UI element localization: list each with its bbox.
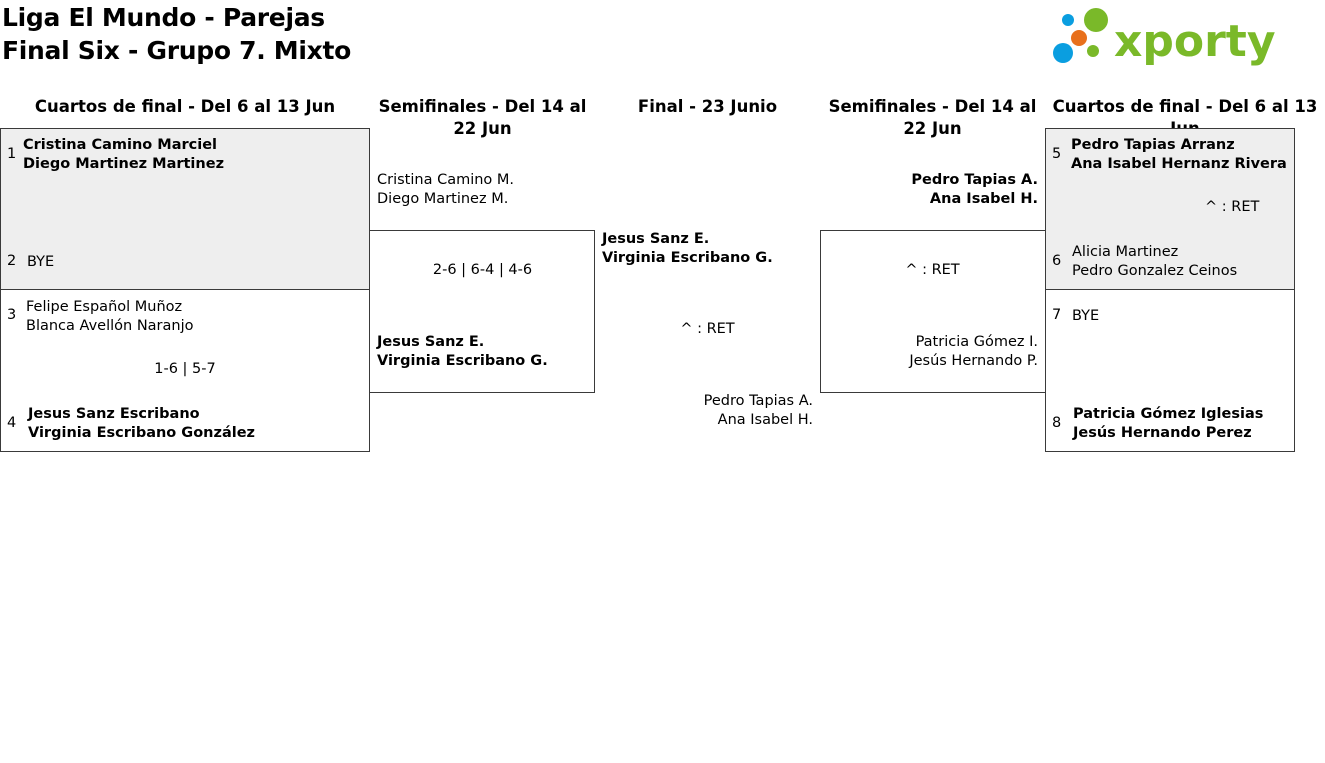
player-name: Pedro Tapias Arranz [1071, 137, 1235, 153]
page-title-line2: Final Six - Grupo 7. Mixto [2, 36, 351, 65]
player-name: Virginia Escribano G. [602, 250, 773, 266]
sf-right-bracket [820, 230, 1046, 393]
player-name: Jesus Sanz Escribano [28, 406, 200, 422]
column-header-sf-right: Semifinales - Del 14 al 22 Jun [828, 97, 1037, 138]
sf-left-team-b[interactable]: Jesus Sanz E. Virginia Escribano G. [377, 333, 548, 371]
sf-left-bracket [369, 230, 595, 393]
qf-right-m1-team-b[interactable]: Alicia Martinez Pedro Gonzalez Ceinos [1072, 243, 1237, 281]
player-name: Virginia Escribano González [28, 425, 255, 441]
qf-right-match-2 [1045, 289, 1295, 452]
player-name: Felipe Español Muñoz [26, 299, 183, 315]
player-name: Pedro Tapias A. [911, 172, 1038, 188]
qf-left-m1-team-a[interactable]: Cristina Camino Marciel Diego Martinez M… [23, 136, 224, 174]
seed-number: 7 [1052, 307, 1062, 323]
qf-right-m1-team-a[interactable]: Pedro Tapias Arranz Ana Isabel Hernanz R… [1071, 136, 1287, 174]
player-name: Jesus Sanz E. [602, 231, 710, 247]
player-name: Jesus Sanz E. [377, 334, 485, 350]
player-name: Jesús Hernando Perez [1073, 425, 1252, 441]
final-team-a[interactable]: Jesus Sanz E. Virginia Escribano G. [602, 230, 773, 268]
seed-number: 1 [7, 146, 17, 162]
column-header-sf-left: Semifinales - Del 14 al 22 Jun [378, 97, 587, 138]
player-name: Pedro Gonzalez Ceinos [1072, 263, 1238, 279]
player-name: Ana Isabel H. [717, 412, 813, 428]
player-name: Ana Isabel Hernanz Rivera [1071, 156, 1287, 172]
final-team-b[interactable]: Pedro Tapias A. Ana Isabel H. [595, 392, 813, 430]
player-name: Alicia Martinez [1072, 244, 1179, 260]
match-score: 2-6 | 6-4 | 4-6 [432, 262, 533, 278]
player-name: Patricia Gómez I. [915, 334, 1038, 350]
player-name: Blanca Avellón Naranjo [26, 318, 194, 334]
qf-left-match-1 [0, 128, 370, 290]
seed-number: 2 [7, 253, 17, 269]
player-name: Patricia Gómez Iglesias [1073, 406, 1264, 422]
xporty-logo-icon: xporty [1053, 8, 1276, 67]
player-name: Virginia Escribano G. [377, 353, 548, 369]
xporty-logo[interactable]: xporty [1050, 4, 1276, 68]
column-header-qf-left: Cuartos de final - Del 6 al 13 Jun [34, 97, 336, 116]
player-name: Diego Martinez M. [377, 191, 509, 207]
match-score: ^ : RET [1205, 199, 1260, 215]
qf-left-m2-team-b[interactable]: Jesus Sanz Escribano Virginia Escribano … [28, 405, 255, 443]
qf-right-match-1 [1045, 128, 1295, 290]
seed-number: 3 [7, 307, 17, 323]
qf-right-m2-team-a-bye: BYE [1072, 308, 1100, 324]
seed-number: 4 [7, 415, 17, 431]
player-name: Diego Martinez Martinez [23, 156, 225, 172]
qf-left-m2-team-a[interactable]: Felipe Español Muñoz Blanca Avellón Nara… [26, 298, 194, 336]
column-header-final: Final - 23 Junio [637, 97, 778, 116]
player-name: Pedro Tapias A. [703, 393, 813, 409]
qf-left-m1-team-b-bye: BYE [27, 254, 55, 270]
seed-number: 5 [1052, 146, 1062, 162]
seed-number: 8 [1052, 415, 1062, 431]
player-name: Jesús Hernando P. [909, 353, 1038, 369]
match-score: 1-6 | 5-7 [154, 361, 216, 377]
qf-right-m2-team-b[interactable]: Patricia Gómez Iglesias Jesús Hernando P… [1073, 405, 1263, 443]
match-score: ^ : RET [680, 321, 735, 337]
match-score: ^ : RET [905, 262, 960, 278]
player-name: Cristina Camino M. [377, 172, 515, 188]
player-name: Ana Isabel H. [929, 191, 1038, 207]
page-title-line1: Liga El Mundo - Parejas [2, 3, 325, 32]
player-name: Cristina Camino Marciel [23, 137, 218, 153]
qf-left-match-2 [0, 289, 370, 452]
seed-number: 6 [1052, 253, 1062, 269]
sf-left-team-a[interactable]: Cristina Camino M. Diego Martinez M. [377, 171, 514, 209]
sf-right-team-a[interactable]: Pedro Tapias A. Ana Isabel H. [820, 171, 1038, 209]
sf-right-team-b[interactable]: Patricia Gómez I. Jesús Hernando P. [820, 333, 1038, 371]
logo-text: xporty [1114, 16, 1276, 67]
